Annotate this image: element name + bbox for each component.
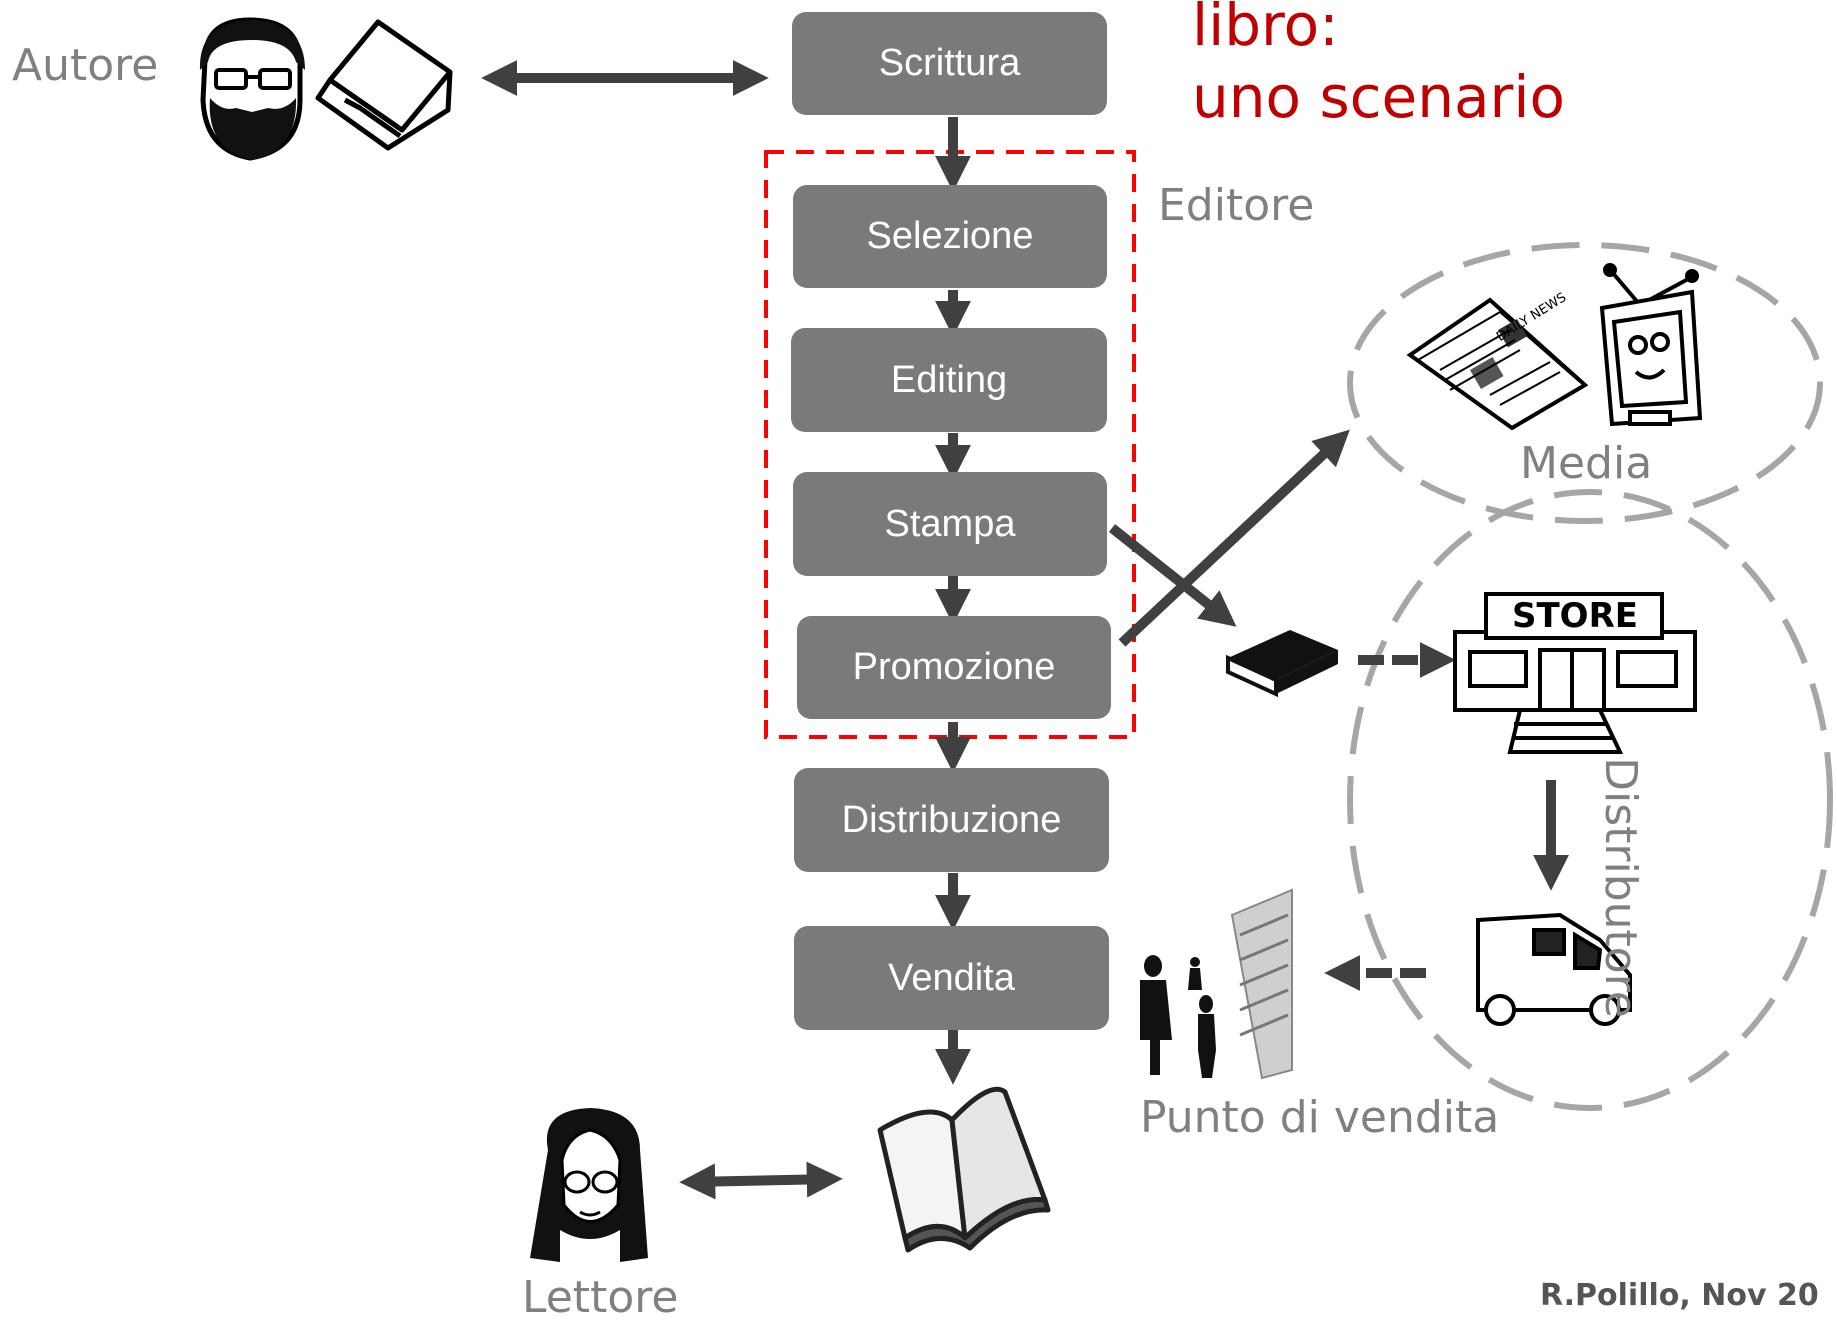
step-editing: Editing bbox=[791, 328, 1107, 432]
point-of-sale-icon bbox=[1140, 888, 1293, 1080]
step-promozione: Promozione bbox=[797, 616, 1111, 719]
tv-icon bbox=[1599, 263, 1703, 427]
punto-vendita-label: Punto di vendita bbox=[1140, 1092, 1500, 1143]
lettore-label: Lettore bbox=[522, 1272, 679, 1320]
store-icon bbox=[1453, 592, 1697, 754]
store-sign: STORE bbox=[1512, 596, 1638, 636]
autore-label: Autore bbox=[12, 40, 159, 91]
step-vendita: Vendita bbox=[794, 926, 1109, 1030]
diagram-title-line1: libro: bbox=[1192, 0, 1339, 59]
newspaper-icon bbox=[1406, 297, 1589, 431]
step-distribuzione: Distribuzione bbox=[794, 768, 1109, 872]
promozione-media-arrow bbox=[1118, 429, 1350, 647]
editore-label: Editore bbox=[1158, 180, 1315, 231]
step-selezione: Selezione bbox=[793, 185, 1107, 288]
open-book-icon bbox=[877, 1086, 1051, 1253]
lettore-libro-arrow bbox=[679, 1161, 843, 1200]
media-region bbox=[1347, 242, 1823, 524]
stampa-book-arrow bbox=[1108, 524, 1237, 627]
media-label: Media bbox=[1520, 438, 1653, 489]
step-scrittura: Scrittura bbox=[792, 12, 1107, 115]
author-avatar-icon bbox=[199, 17, 305, 161]
truck-icon bbox=[1476, 912, 1632, 1026]
author-credit: R.Polillo, Nov 20 bbox=[1540, 1278, 1819, 1313]
diagram-title-line2: uno scenario bbox=[1192, 63, 1565, 131]
book-icon bbox=[1226, 630, 1338, 698]
step-stampa: Stampa bbox=[793, 472, 1107, 576]
distributor-region bbox=[1347, 489, 1833, 1111]
laptop-icon bbox=[315, 19, 453, 151]
reader-avatar-icon bbox=[530, 1108, 648, 1262]
distributore-label: Distributore bbox=[1594, 757, 1646, 1018]
